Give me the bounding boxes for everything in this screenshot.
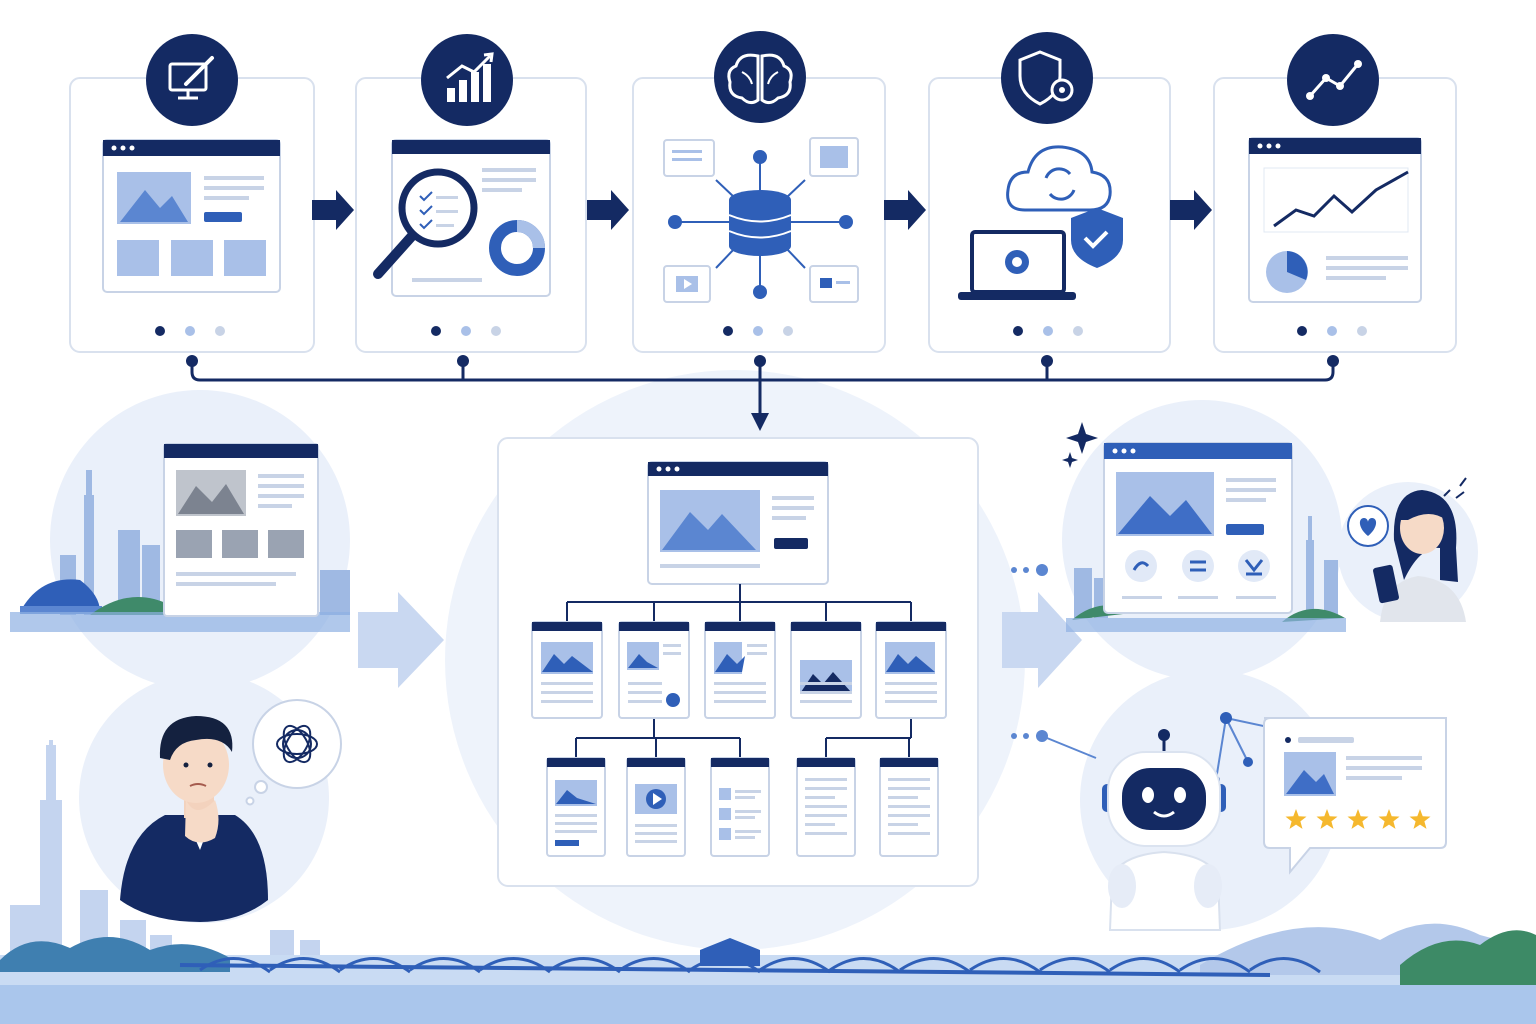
bridge-arch xyxy=(619,957,691,974)
ai-review-scene xyxy=(1041,670,1447,931)
stage-icons xyxy=(146,31,1379,126)
person-hair xyxy=(159,716,233,760)
stage-card-security xyxy=(928,77,1171,353)
bridge-arch xyxy=(1039,957,1111,974)
sitemap-page-level3 xyxy=(546,757,606,857)
star-icon xyxy=(1347,809,1369,829)
bridge-arch xyxy=(829,957,901,974)
flow-arrow-left xyxy=(358,592,444,688)
connector-dots xyxy=(186,355,1339,367)
review-stars xyxy=(1285,809,1431,829)
sitemap-page-level3 xyxy=(710,757,770,857)
tangled-idea-icon xyxy=(276,724,318,764)
person-body xyxy=(120,815,268,922)
shield-gear-icon xyxy=(1001,32,1093,124)
sitemap-page-level2 xyxy=(618,621,690,719)
legacy-site-scene xyxy=(10,390,350,690)
bridge-arch xyxy=(199,957,271,974)
arrow-1 xyxy=(312,190,354,230)
thought-bubble xyxy=(245,699,342,806)
bridge-arch xyxy=(549,957,621,974)
robot-icon xyxy=(1102,729,1226,931)
stage-card-analysis xyxy=(355,77,587,353)
bridge-arch xyxy=(759,957,831,974)
bridge-arch xyxy=(339,957,411,974)
stage-arrows xyxy=(312,190,1212,230)
growth-bar-chart-icon xyxy=(421,34,513,126)
stage-card-growth xyxy=(1213,77,1457,353)
sitemap-page-level3 xyxy=(879,757,939,857)
star-icon xyxy=(1378,809,1400,829)
sitemap-page-level2 xyxy=(790,621,862,719)
arrow-3 xyxy=(884,190,926,230)
sitemap-page-level2 xyxy=(704,621,776,719)
bridge-building xyxy=(700,938,760,966)
arrow-4 xyxy=(1170,190,1212,230)
sitemap-root-page xyxy=(647,461,829,585)
stage-card-design xyxy=(69,77,315,353)
sitemap-page-level3 xyxy=(796,757,856,857)
flow-arrow-right xyxy=(1002,592,1082,688)
bridge-arch xyxy=(269,957,341,974)
arrow-2 xyxy=(587,190,629,230)
bridge-arches xyxy=(199,957,1321,974)
sitemap-page-level2 xyxy=(875,621,947,719)
star-icon xyxy=(1409,809,1431,829)
sitemap-panel xyxy=(497,437,979,887)
trend-line-icon xyxy=(1287,34,1379,126)
bridge-arch xyxy=(1179,957,1251,974)
star-icon xyxy=(1316,809,1338,829)
happy-user-scene xyxy=(1338,477,1478,622)
bridge xyxy=(179,963,1271,977)
star-icon xyxy=(1285,809,1307,829)
link-dots-top xyxy=(1011,564,1048,576)
bridge-arch xyxy=(969,957,1041,974)
sitemap-page-level2 xyxy=(531,621,603,719)
sitemap-page-level3 xyxy=(626,757,686,857)
brain-icon xyxy=(714,31,806,123)
heart-bubble xyxy=(1347,505,1389,547)
bridge-arch xyxy=(1109,957,1181,974)
bridge-arch xyxy=(479,957,551,974)
sparkle-icon xyxy=(1062,422,1098,468)
bridge-arch xyxy=(899,957,971,974)
renewed-site-scene xyxy=(1062,400,1346,680)
stage-card-ai xyxy=(632,77,886,353)
bridge-arch xyxy=(1249,957,1321,974)
design-monitor-pen-icon xyxy=(146,34,238,126)
thinking-person-scene xyxy=(79,673,342,923)
stage-cards xyxy=(69,77,1457,353)
review-card xyxy=(1263,717,1447,875)
bridge-arch xyxy=(409,957,481,974)
